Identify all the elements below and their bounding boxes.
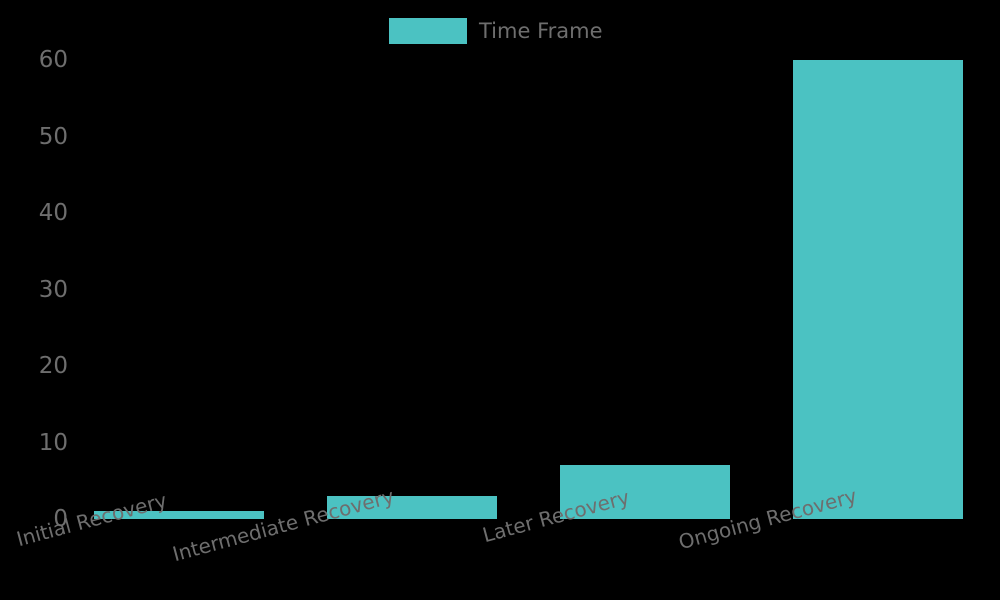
bar[interactable] (94, 511, 264, 519)
y-axis-tick-label: 50 (38, 123, 68, 150)
legend-swatch-time-frame (389, 18, 467, 44)
chart-legend: Time Frame (389, 18, 603, 44)
x-axis-tick-label: Intermediate Recovery (170, 483, 397, 567)
y-axis-tick-label: 20 (38, 353, 68, 379)
y-axis-tick-label: 10 (38, 429, 68, 456)
y-axis-tick-label: 60 (38, 47, 68, 73)
y-axis-tick-label: 0 (53, 506, 68, 532)
y-axis-tick-label: 40 (38, 200, 68, 226)
bar[interactable] (560, 465, 730, 519)
legend-label-time-frame: Time Frame (479, 19, 603, 43)
bar[interactable] (327, 496, 497, 519)
y-axis-tick-label: 30 (38, 276, 68, 303)
bar[interactable] (793, 60, 963, 519)
